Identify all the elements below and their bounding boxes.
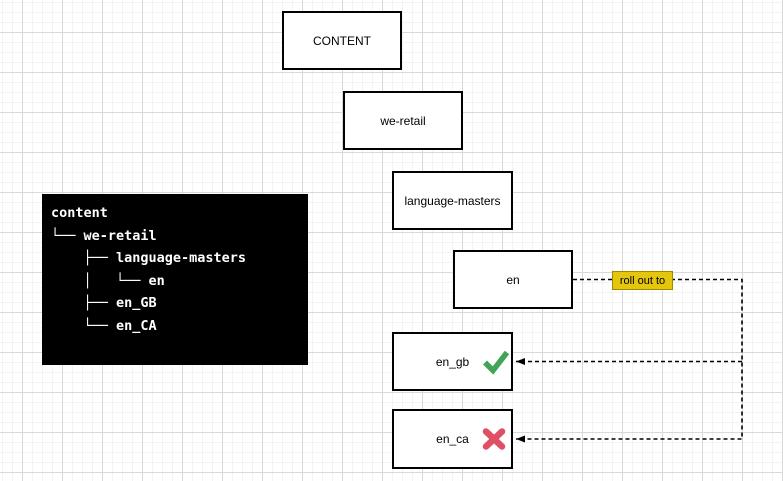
node-label: en_ca (436, 432, 469, 446)
node-en-gb[interactable]: en_gb (392, 332, 513, 391)
node-we-retail[interactable]: we-retail (343, 91, 463, 150)
tree-line: └── we-retail (51, 227, 157, 244)
tree-line: content (51, 205, 108, 221)
node-label: en_gb (435, 354, 470, 369)
node-label: language-masters (404, 193, 501, 208)
tree-line: └── en_CA (51, 317, 157, 334)
node-label: en (506, 272, 520, 287)
node-label: CONTENT (313, 33, 371, 48)
tree-line: ├── en_GB (51, 295, 157, 311)
node-en-ca[interactable]: en_ca (392, 409, 513, 469)
edge-label-roll-out-to[interactable]: roll out to (612, 271, 673, 290)
tree-line: │ └── en (51, 272, 165, 289)
node-language-masters[interactable]: language-masters (392, 171, 513, 230)
node-content[interactable]: CONTENT (282, 11, 402, 70)
node-label: we-retail (380, 113, 426, 128)
check-icon (482, 349, 510, 375)
cross-icon (482, 428, 506, 451)
node-en[interactable]: en (453, 250, 573, 309)
tree-line: ├── language-masters (51, 250, 247, 266)
terminal-tree-panel[interactable]: content └── we-retail ├── language-maste… (42, 194, 308, 365)
